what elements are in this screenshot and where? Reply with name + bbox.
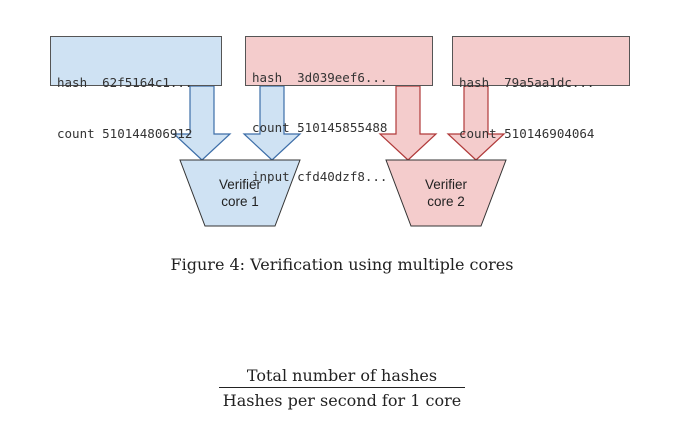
input-box-2-line-3: input cfd40dzf8...	[252, 169, 388, 184]
verifier-core-1-line-2: core 1	[221, 194, 259, 209]
arrow-blue-2	[242, 85, 302, 161]
formula-fraction: Total number of hashes Hashes per second…	[0, 366, 684, 410]
input-box-2-line-1: hash 3d039eef6...	[252, 70, 388, 85]
verifier-core-2-line-2: core 2	[427, 194, 465, 209]
verifier-core-2-shape	[385, 159, 507, 227]
input-box-1-line-1: hash 62f5164c1...	[57, 75, 193, 90]
input-box-1: hash 62f5164c1... count 510144806912	[50, 36, 222, 141]
input-box-2: hash 3d039eef6... count 510145855488 inp…	[245, 36, 433, 184]
input-box-3-line-1: hash 79a5aa1dc...	[459, 75, 595, 90]
arrow-red-2	[446, 85, 506, 161]
arrow-blue-1	[172, 85, 232, 161]
figure-caption: Figure 4: Verification using multiple co…	[170, 255, 514, 274]
input-box-3-line-2: count 510146904064	[459, 126, 595, 141]
fraction-denominator: Hashes per second for 1 core	[222, 391, 462, 410]
arrow-red-1	[378, 85, 438, 161]
input-box-3: hash 79a5aa1dc... count 510146904064	[452, 36, 630, 141]
input-box-1-line-2: count 510144806912	[57, 126, 193, 141]
fraction-numerator: Total number of hashes	[218, 366, 466, 388]
verifier-core-2-line-1: Verifier	[424, 177, 468, 192]
verifier-core-1-line-1: Verifier	[218, 177, 262, 192]
verifier-core-2-label: Verifier core 2	[401, 176, 491, 210]
figure-verification: hash 62f5164c1... count 510144806912 has…	[50, 36, 630, 227]
verifier-core-1-shape	[179, 159, 301, 227]
input-box-2-line-2: count 510145855488	[252, 119, 388, 135]
fraction-body: Total number of hashes Hashes per second…	[218, 366, 466, 410]
figure-diagram	[172, 85, 507, 227]
verifier-core-1-label: Verifier core 1	[195, 176, 285, 210]
